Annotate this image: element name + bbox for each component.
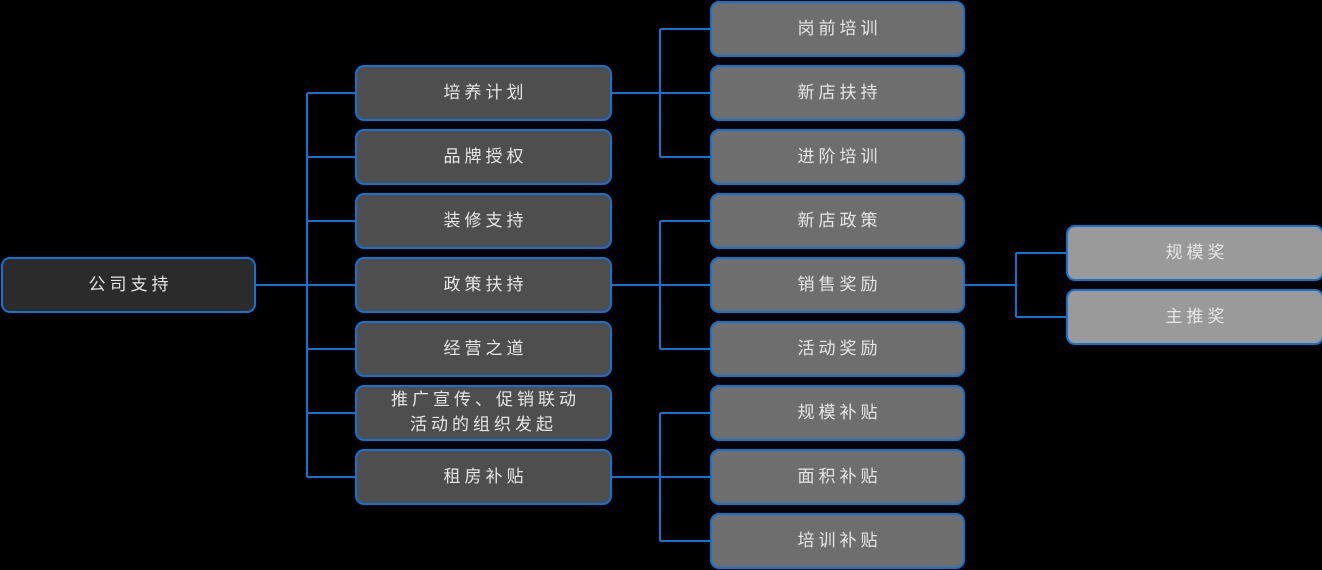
node-label: 进阶培训	[797, 146, 882, 167]
node-n6[interactable]: 推广宣传、促销联动 活动的组织发起	[355, 385, 612, 441]
node-label: 品牌授权	[443, 146, 528, 167]
node-n4[interactable]: 政策扶持	[355, 257, 612, 313]
node-n1[interactable]: 培养计划	[355, 65, 612, 121]
node-label: 培养计划	[443, 82, 528, 103]
node-n7[interactable]: 租房补贴	[355, 449, 612, 505]
node-label: 租房补贴	[443, 466, 528, 487]
node-label: 政策扶持	[443, 274, 528, 295]
node-n15[interactable]: 面积补贴	[710, 449, 965, 505]
node-n11[interactable]: 新店政策	[710, 193, 965, 249]
node-n13[interactable]: 活动奖励	[710, 321, 965, 377]
node-label: 培训补贴	[797, 530, 882, 551]
node-label: 规模补贴	[797, 402, 882, 423]
node-label: 活动奖励	[797, 338, 882, 359]
node-label: 推广宣传、促销联动 活动的组织发起	[391, 390, 580, 435]
node-label: 装修支持	[443, 210, 528, 231]
node-n16[interactable]: 培训补贴	[710, 513, 965, 569]
node-n2[interactable]: 品牌授权	[355, 129, 612, 185]
node-n9[interactable]: 新店扶持	[710, 65, 965, 121]
node-label: 规模奖	[1165, 242, 1229, 263]
node-n18[interactable]: 主推奖	[1066, 289, 1322, 345]
node-n8[interactable]: 岗前培训	[710, 1, 965, 57]
node-n5[interactable]: 经营之道	[355, 321, 612, 377]
node-label: 面积补贴	[797, 466, 882, 487]
node-label: 销售奖励	[797, 274, 882, 295]
node-label: 经营之道	[443, 338, 528, 359]
node-n3[interactable]: 装修支持	[355, 193, 612, 249]
node-label: 新店扶持	[797, 82, 882, 103]
node-n0[interactable]: 公司支持	[1, 257, 256, 313]
node-label: 主推奖	[1165, 306, 1229, 327]
node-label: 新店政策	[797, 210, 882, 231]
node-n17[interactable]: 规模奖	[1066, 225, 1322, 281]
node-n14[interactable]: 规模补贴	[710, 385, 965, 441]
node-n10[interactable]: 进阶培训	[710, 129, 965, 185]
node-label: 公司支持	[88, 274, 173, 295]
node-n12[interactable]: 销售奖励	[710, 257, 965, 313]
node-label: 岗前培训	[797, 18, 882, 39]
